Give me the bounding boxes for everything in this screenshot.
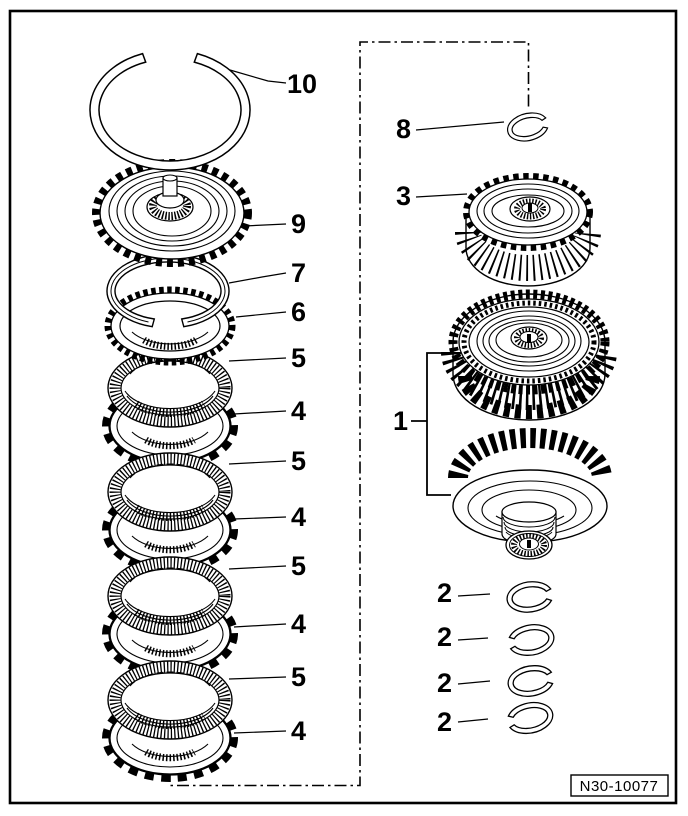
callout-5-4: 5: [291, 662, 306, 692]
part-1-lower-drum: [448, 428, 612, 560]
callout-2-2: 2: [437, 622, 452, 652]
callout-2-3: 2: [437, 668, 452, 698]
callout-8: 8: [396, 114, 411, 144]
callout-5-2: 5: [291, 446, 306, 476]
leader-5a: [228, 357, 287, 362]
leader-4b: [233, 516, 287, 520]
callout-6: 6: [291, 297, 306, 327]
callout-4-3: 4: [291, 609, 306, 639]
part-5-friction-plate-3: [108, 557, 232, 635]
leader-4a: [233, 410, 287, 415]
leader-4c: [233, 623, 287, 628]
callout-2-4: 2: [437, 707, 452, 737]
callout-10: 10: [287, 69, 317, 99]
leader-6: [235, 311, 287, 318]
callout-9: 9: [291, 209, 306, 239]
callout-5-3: 5: [291, 551, 306, 581]
part-1-bracket: [411, 352, 451, 496]
part-3-clutch-drum: [455, 173, 601, 287]
leader-5c: [228, 565, 287, 570]
callout-5-1: 5: [291, 343, 306, 373]
part-1-upper-drum: [441, 289, 617, 421]
callout-1: 1: [393, 406, 408, 436]
leader-2a: [457, 593, 491, 597]
callout-3: 3: [396, 181, 411, 211]
callout-4-4: 4: [291, 716, 306, 746]
leader-2b: [457, 637, 489, 641]
leader-3: [415, 193, 468, 198]
leader-2d: [457, 718, 489, 723]
part-5-friction-plate-1: [108, 349, 232, 427]
part-5-friction-plate-4: [108, 661, 232, 739]
callout-4-2: 4: [291, 502, 306, 532]
callout-2-1: 2: [437, 578, 452, 608]
leader-5d: [228, 676, 287, 680]
leader-8: [415, 121, 505, 131]
callout-4-1: 4: [291, 396, 306, 426]
leader-5b: [228, 460, 287, 465]
assembly-center-line: [169, 41, 530, 787]
figure-id-label: N30-10077: [580, 778, 659, 795]
callout-7: 7: [291, 258, 306, 288]
leader-10: [229, 69, 287, 84]
leader-2c: [457, 680, 491, 685]
leader-7: [228, 272, 287, 284]
part-10-snap-ring: [89, 52, 251, 171]
part-5-friction-plate-2: [108, 453, 232, 531]
figure-id-box: [570, 774, 669, 797]
leader-9: [243, 223, 287, 227]
part-6-toothed-ring: [104, 286, 236, 366]
part-9-clutch-drum: [92, 159, 252, 267]
callout-leader-lines: [228, 69, 505, 734]
leader-4d: [233, 730, 287, 734]
